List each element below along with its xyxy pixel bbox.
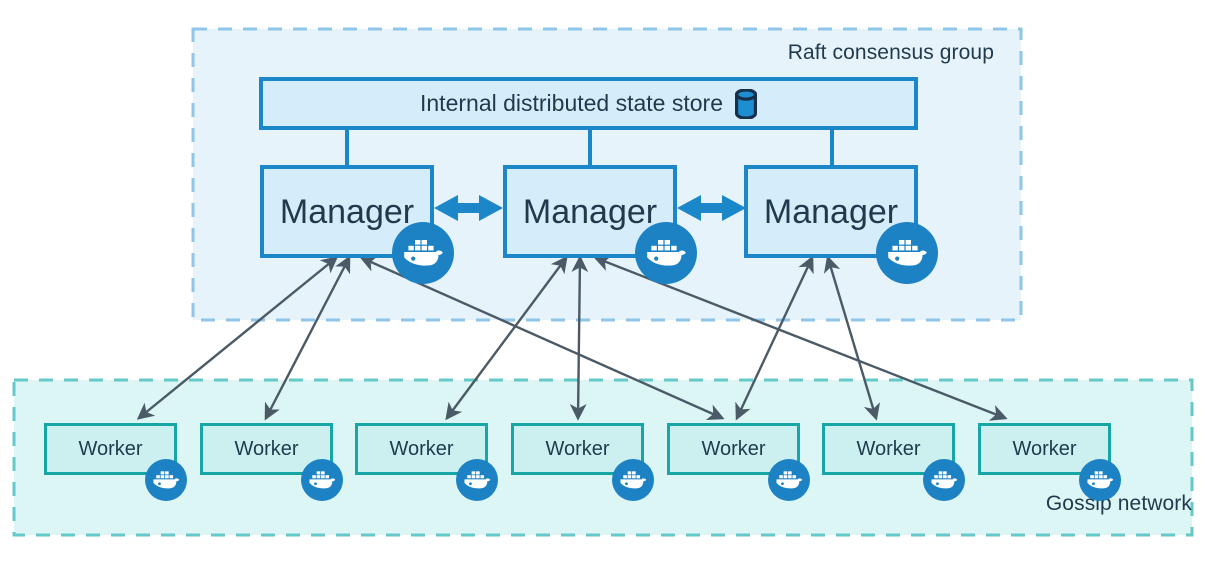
manager-node-2-label: Manager xyxy=(522,192,658,231)
manager-node-1-label: Manager xyxy=(279,192,415,231)
internal-state-store-box[interactable]: Internal distributed state store xyxy=(259,77,918,130)
link-manager-2-worker-3 xyxy=(445,255,568,421)
docker-whale-icon xyxy=(635,222,697,284)
manager-peer-links xyxy=(434,195,746,221)
docker-whale-icon xyxy=(301,459,343,501)
raft-consensus-group-label: Raft consensus group xyxy=(787,41,994,64)
docker-whale-icon xyxy=(456,459,498,501)
worker-node-3-label: Worker xyxy=(389,438,454,460)
worker-node-4-label: Worker xyxy=(545,438,610,460)
gossip-network-label: Gossip network xyxy=(1045,492,1192,515)
state-store-connectors xyxy=(345,130,834,165)
docker-whale-icon xyxy=(876,222,938,284)
manager-worker-links xyxy=(136,255,1008,421)
docker-whale-icon xyxy=(768,459,810,501)
docker-whale-icon xyxy=(392,222,454,284)
worker-node-5-label: Worker xyxy=(701,438,766,460)
manager-1-to-manager-2-arrow xyxy=(434,195,503,221)
worker-node-7-label: Worker xyxy=(1012,438,1077,460)
worker-node-1-label: Worker xyxy=(78,438,143,460)
worker-node-2-label: Worker xyxy=(234,438,299,460)
link-manager-3-worker-5 xyxy=(735,255,814,421)
docker-whale-icon xyxy=(1079,459,1121,501)
worker-node-6-label: Worker xyxy=(856,438,921,460)
manager-2-to-manager-3-arrow xyxy=(677,195,746,221)
state-store-label: Internal distributed state store xyxy=(420,90,723,116)
docker-whale-icon xyxy=(923,459,965,501)
link-manager-2-worker-4 xyxy=(569,255,589,421)
link-manager-3-worker-6 xyxy=(823,255,881,421)
docker-whale-icon xyxy=(145,459,187,501)
database-cylinder-icon xyxy=(735,88,757,119)
docker-whale-icon xyxy=(612,459,654,501)
link-manager-1-worker-2 xyxy=(264,255,351,421)
manager-node-3-label: Manager xyxy=(763,192,899,231)
